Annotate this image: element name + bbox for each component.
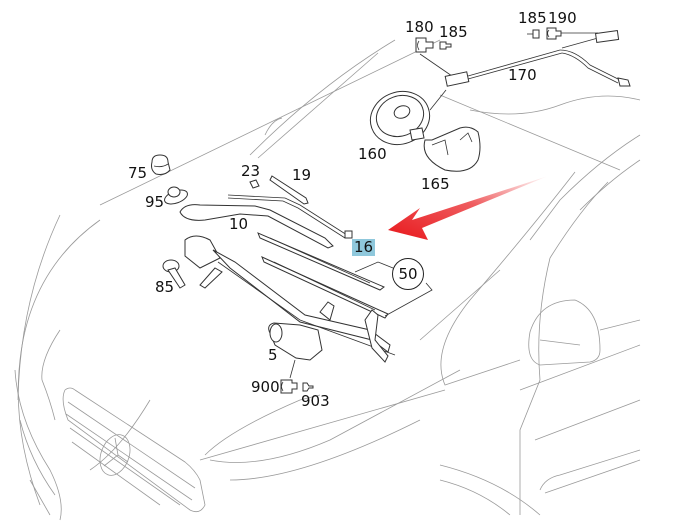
label-part-19: 19 bbox=[292, 166, 312, 184]
wiring-harness-170 bbox=[415, 27, 631, 87]
label-part-50: 50 bbox=[398, 265, 418, 283]
label-part-23: 23 bbox=[241, 162, 261, 180]
label-part-85: 85 bbox=[155, 278, 175, 296]
label-part-75: 75 bbox=[128, 164, 148, 182]
label-part-5: 5 bbox=[268, 346, 278, 364]
red-pointer-arrow bbox=[388, 176, 548, 240]
label-part-170: 170 bbox=[508, 66, 537, 84]
rain-sensor-160 bbox=[369, 89, 447, 145]
wiper-linkage bbox=[184, 235, 396, 363]
label-part-190: 190 bbox=[548, 9, 577, 27]
label-part-10: 10 bbox=[229, 215, 249, 233]
label-part-185-left: 185 bbox=[439, 23, 468, 41]
label-part-160: 160 bbox=[358, 145, 387, 163]
wiper-blades-50 bbox=[257, 232, 433, 319]
label-part-903: 903 bbox=[301, 392, 330, 410]
part-23-cap bbox=[249, 179, 260, 189]
part-75-cap bbox=[151, 154, 171, 175]
label-part-180: 180 bbox=[405, 18, 434, 36]
label-part-185-right: 185 bbox=[518, 9, 547, 27]
wiper-arm-10 bbox=[179, 194, 353, 249]
wiper-motor-5 bbox=[268, 322, 323, 379]
part-95-nut bbox=[164, 186, 188, 205]
label-part-165: 165 bbox=[421, 175, 450, 193]
connector-900 bbox=[280, 379, 298, 394]
part-19-strip bbox=[269, 175, 309, 205]
label-part-900: 900 bbox=[251, 378, 280, 396]
part-85-bolt bbox=[162, 259, 186, 289]
label-part-95: 95 bbox=[145, 193, 165, 211]
label-part-16-highlighted: 16 bbox=[352, 238, 376, 256]
sensor-cover-165 bbox=[423, 126, 481, 172]
connector-903 bbox=[302, 382, 314, 392]
car-body-outline bbox=[14, 39, 641, 521]
label-part-50-circle: 50 bbox=[392, 258, 424, 290]
